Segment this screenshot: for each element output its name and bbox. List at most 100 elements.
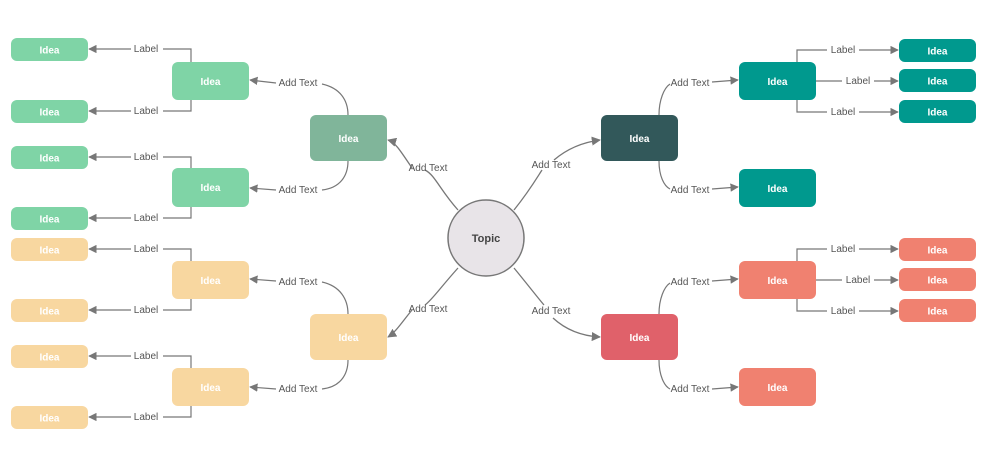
leaf-label-ll-c1-1[interactable]: Label xyxy=(134,244,158,255)
connector-upper-left xyxy=(424,169,459,211)
leaf-label-lr-c1-3[interactable]: Label xyxy=(831,306,855,317)
branch-lower-left: Add Text Add Text Label Label Label Labe… xyxy=(11,238,387,429)
idea-leaf-ur-c1-2[interactable]: Idea xyxy=(899,69,976,92)
leaf-label-ur-c1-1[interactable]: Label xyxy=(831,45,855,56)
idea-node-ur-child-2[interactable]: Idea xyxy=(739,169,816,207)
connector-label-upper-right[interactable]: Add Text xyxy=(532,160,571,171)
edge-ul-c2-leaf-1 xyxy=(163,156,192,168)
idea-leaf-ur-c1-1[interactable]: Idea xyxy=(899,39,976,62)
idea-label: Idea xyxy=(927,276,947,287)
idea-label: Idea xyxy=(927,77,947,88)
idea-label: Idea xyxy=(629,333,649,344)
edge-ll-main-to-child-1 xyxy=(321,281,349,315)
idea-node-ll-child-1[interactable]: Idea xyxy=(172,261,249,299)
edge-ul-child-2-arrow xyxy=(249,184,277,193)
idea-node-ll-main[interactable]: Idea xyxy=(310,314,387,360)
connector-label-lower-left[interactable]: Add Text xyxy=(409,304,448,315)
idea-leaf-ll-c1-1[interactable]: Idea xyxy=(11,238,88,261)
edge-ur-child-2-arrow xyxy=(711,183,739,192)
idea-label: Idea xyxy=(39,154,59,165)
leaf-label-ul-c2-1[interactable]: Label xyxy=(134,152,158,163)
edge-label-ur-child-1[interactable]: Add Text xyxy=(671,78,710,89)
leaf-label-ll-c2-1[interactable]: Label xyxy=(134,351,158,362)
idea-leaf-lr-c1-1[interactable]: Idea xyxy=(899,238,976,261)
leaf-label-ur-c1-3[interactable]: Label xyxy=(831,107,855,118)
idea-label: Idea xyxy=(338,333,358,344)
edge-ur-c1-leaf-1 xyxy=(796,49,827,62)
connector-lower-left-arrow xyxy=(387,309,413,338)
idea-leaf-ll-c2-1[interactable]: Idea xyxy=(11,345,88,368)
idea-node-lr-child-2[interactable]: Idea xyxy=(739,368,816,406)
connector-lower-left xyxy=(424,267,459,306)
idea-leaf-ll-c1-2[interactable]: Idea xyxy=(11,299,88,322)
idea-label: Idea xyxy=(39,353,59,364)
edge-ll-c2-leaf-1 xyxy=(163,355,192,368)
connector-lines xyxy=(387,136,601,342)
idea-node-lr-child-1[interactable]: Idea xyxy=(739,261,816,299)
edge-label-ul-child-2[interactable]: Add Text xyxy=(279,185,318,196)
edge-label-lr-child-1[interactable]: Add Text xyxy=(671,277,710,288)
connector-label-lower-right[interactable]: Add Text xyxy=(532,306,571,317)
topic-label: Topic xyxy=(472,233,501,245)
edge-label-lr-child-2[interactable]: Add Text xyxy=(671,384,710,395)
edge-ur-child-1-arrow xyxy=(711,76,739,85)
idea-label: Idea xyxy=(338,134,358,145)
leaf-label-ul-c2-2[interactable]: Label xyxy=(134,213,158,224)
idea-label: Idea xyxy=(39,108,59,119)
idea-leaf-ul-c2-1[interactable]: Idea xyxy=(11,146,88,169)
idea-label: Idea xyxy=(927,108,947,119)
leaf-label-lr-c1-1[interactable]: Label xyxy=(831,244,855,255)
idea-label: Idea xyxy=(39,215,59,226)
connector-lower-right xyxy=(513,267,545,306)
branch-upper-right: Add Text Add Text Label Label Label Idea… xyxy=(601,39,976,207)
idea-leaf-lr-c1-2[interactable]: Idea xyxy=(899,268,976,291)
leaf-label-ul-c1-1[interactable]: Label xyxy=(134,44,158,55)
leaf-label-ll-c2-2[interactable]: Label xyxy=(134,412,158,423)
connector-upper-right-arrow xyxy=(553,136,601,161)
idea-node-lr-main[interactable]: Idea xyxy=(601,314,678,360)
idea-node-ur-main[interactable]: Idea xyxy=(601,115,678,161)
topic-node[interactable]: Topic xyxy=(447,199,525,277)
edge-ll-c1-leaf-1 xyxy=(163,248,192,261)
edge-label-ur-child-2[interactable]: Add Text xyxy=(671,185,710,196)
idea-node-ul-child-2[interactable]: Idea xyxy=(172,168,249,207)
edge-ul-c2-leaf-2 xyxy=(163,207,192,219)
idea-label: Idea xyxy=(767,184,787,195)
edge-ul-main-to-child-1 xyxy=(321,83,349,116)
edge-label-ul-child-1[interactable]: Add Text xyxy=(279,78,318,89)
connector-lower-right-arrow xyxy=(552,317,601,342)
idea-label: Idea xyxy=(39,414,59,425)
edge-ul-c1-leaf-1 xyxy=(163,48,192,62)
idea-leaf-ul-c2-2[interactable]: Idea xyxy=(11,207,88,230)
topic-circle xyxy=(447,199,525,277)
idea-label: Idea xyxy=(767,77,787,88)
idea-node-ul-main[interactable]: Idea xyxy=(310,115,387,161)
edge-ll-main-to-child-2 xyxy=(321,359,349,390)
idea-leaf-ll-c2-2[interactable]: Idea xyxy=(11,406,88,429)
edge-lr-main-to-child-2 xyxy=(658,359,671,390)
connector-upper-right xyxy=(513,169,543,211)
idea-label: Idea xyxy=(629,134,649,145)
connector-label-upper-left[interactable]: Add Text xyxy=(409,163,448,174)
idea-label: Idea xyxy=(767,276,787,287)
idea-label: Idea xyxy=(927,246,947,257)
idea-node-ul-child-1[interactable]: Idea xyxy=(172,62,249,100)
leaf-label-ul-c1-2[interactable]: Label xyxy=(134,106,158,117)
leaf-label-lr-c1-2[interactable]: Label xyxy=(846,275,870,286)
edge-ll-child-1-arrow xyxy=(249,275,277,284)
idea-label: Idea xyxy=(39,246,59,257)
idea-leaf-lr-c1-3[interactable]: Idea xyxy=(899,299,976,322)
idea-label: Idea xyxy=(200,183,220,194)
idea-leaf-ul-c1-2[interactable]: Idea xyxy=(11,100,88,123)
idea-leaf-ur-c1-3[interactable]: Idea xyxy=(899,100,976,123)
idea-node-ur-child-1[interactable]: Idea xyxy=(739,62,816,100)
edge-label-ll-child-2[interactable]: Add Text xyxy=(279,384,318,395)
leaf-label-ll-c1-2[interactable]: Label xyxy=(134,305,158,316)
idea-label: Idea xyxy=(200,276,220,287)
idea-node-ll-child-2[interactable]: Idea xyxy=(172,368,249,406)
leaf-label-ur-c1-2[interactable]: Label xyxy=(846,76,870,87)
idea-label: Idea xyxy=(39,307,59,318)
edge-ll-child-2-arrow xyxy=(249,383,277,392)
edge-label-ll-child-1[interactable]: Add Text xyxy=(279,277,318,288)
idea-leaf-ul-c1-1[interactable]: Idea xyxy=(11,38,88,61)
